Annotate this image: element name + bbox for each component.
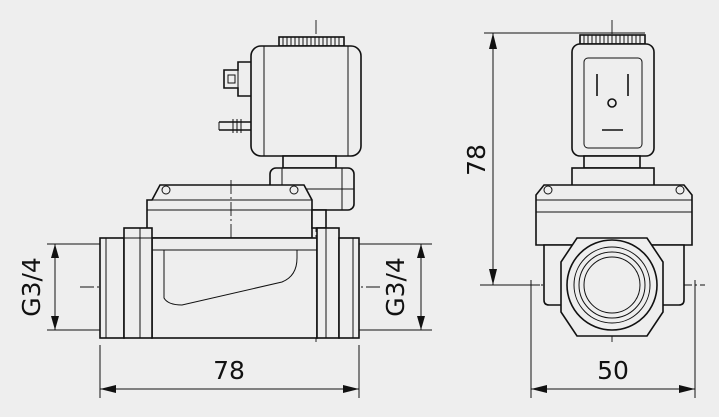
side-view: 78 50 (462, 20, 705, 398)
dimension-thread-right (359, 243, 432, 331)
front-view: G3/4 G3/4 78 (17, 20, 432, 398)
side-screw-left (543, 185, 553, 195)
side-armature-tube (583, 155, 641, 169)
dimension-label-length: 78 (213, 356, 245, 385)
left-port-outer (99, 237, 125, 339)
coil (218, 36, 362, 157)
spade-terminal-hole (227, 74, 236, 84)
side-port-outer-circle (566, 239, 658, 331)
right-port-outer (338, 237, 360, 339)
coil-body (250, 45, 362, 157)
cover-screw-right (289, 185, 299, 195)
dimension-label-thread-right: G3/4 (381, 257, 410, 317)
cover-screw-left (161, 185, 171, 195)
coil-cap-knurl (282, 37, 340, 46)
valve-cover (146, 184, 313, 239)
armature-tube (282, 155, 337, 169)
connector-center-screw (607, 98, 617, 108)
dimension-thread-left (47, 243, 100, 331)
side-port-inner-circle (578, 251, 646, 319)
side-port-bore (583, 256, 641, 314)
dimension-length (99, 345, 360, 398)
spade-terminal (223, 61, 251, 97)
dimension-label-height: 78 (462, 144, 491, 176)
cover-boss (311, 209, 327, 229)
right-port-hex (316, 227, 340, 339)
side-valve-cover (535, 184, 693, 246)
left-port-hex (123, 227, 153, 339)
side-port-thread-circle (573, 246, 651, 324)
diaphragm-contour (163, 250, 298, 306)
dimension-label-thread-left: G3/4 (17, 257, 46, 317)
dimension-width (530, 280, 696, 398)
dimension-label-width: 50 (597, 356, 629, 385)
side-screw-right (675, 185, 685, 195)
side-connector-face (583, 57, 643, 149)
valve-body (151, 237, 318, 339)
